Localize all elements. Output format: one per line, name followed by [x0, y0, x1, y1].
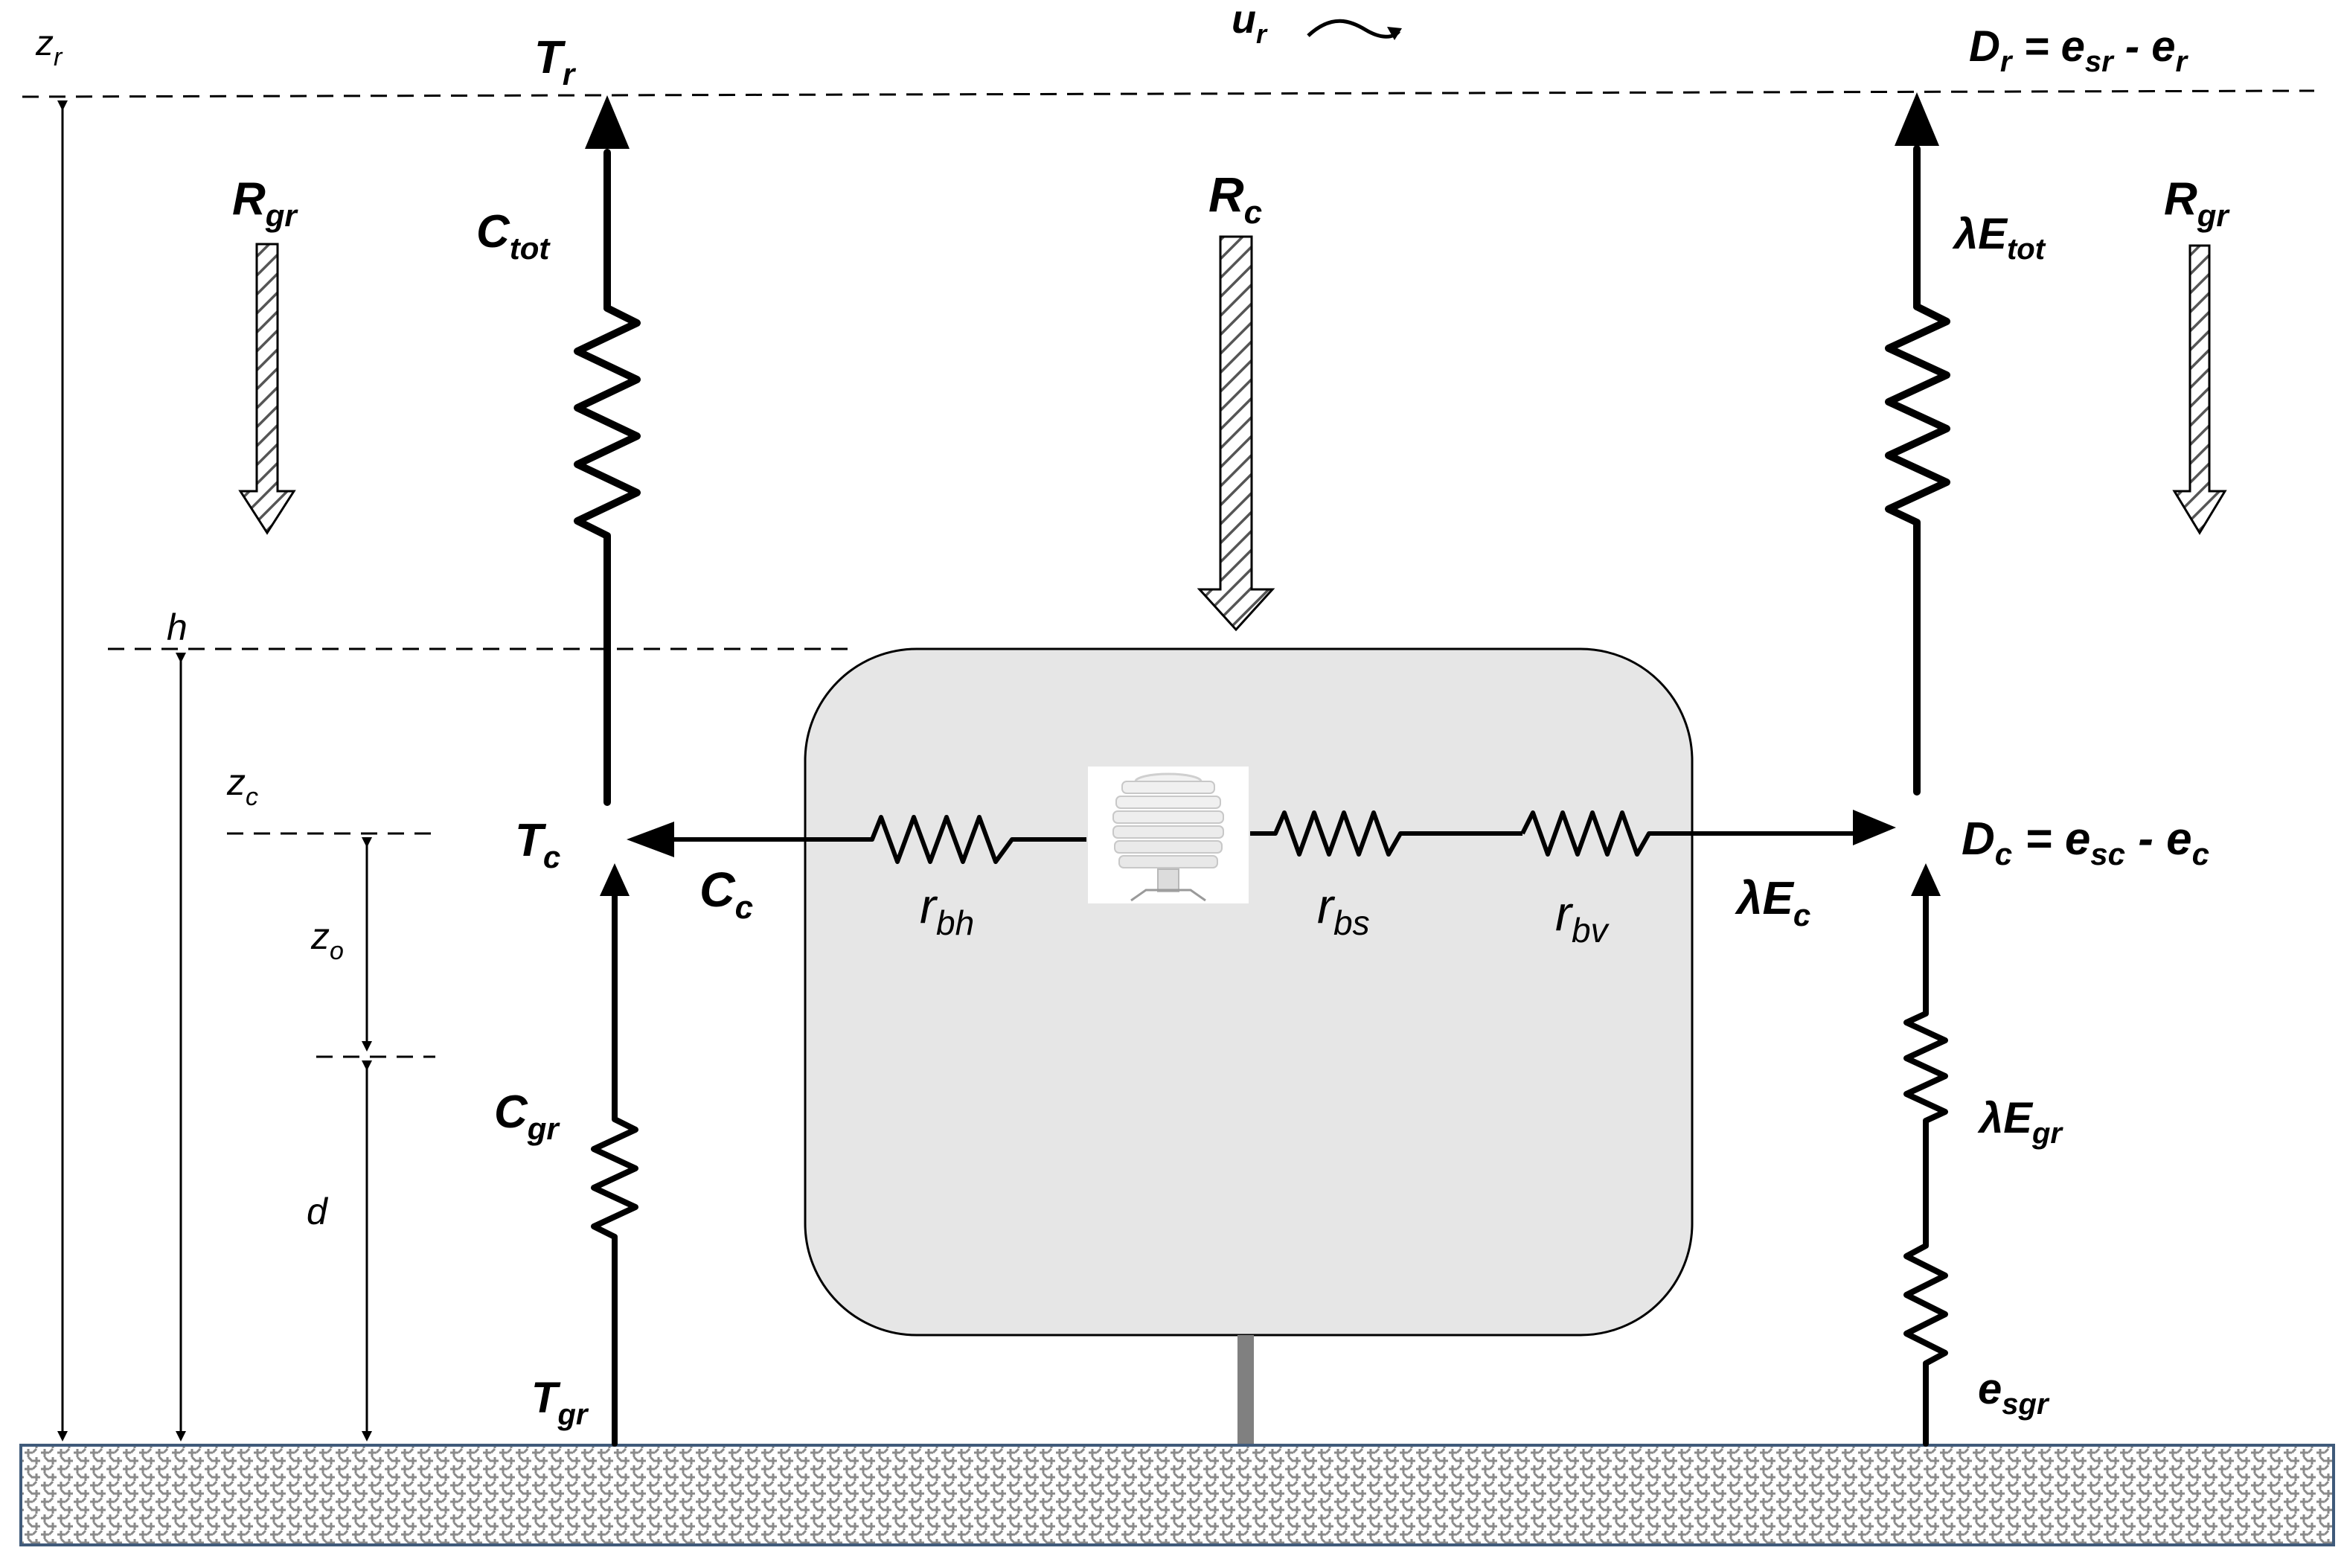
radiation-shield-sensor-icon: [1088, 767, 1249, 903]
legr-label: λEgr: [1977, 1094, 2063, 1150]
rgr-right-label: Rgr: [2164, 173, 2230, 233]
tc-arrowhead-from-ground: [600, 863, 630, 896]
wind-arrowhead: [1387, 27, 1402, 40]
reference-levels: [22, 89, 2315, 1058]
rbh-resistor: [863, 815, 1086, 864]
dr-label: Dr = esr - er: [1969, 22, 2188, 78]
cgr-resistor: [591, 1106, 638, 1249]
rgr-left-arrow: [238, 243, 296, 535]
tr-label: Tr: [534, 32, 577, 92]
zc-label: zc: [226, 761, 258, 811]
d-label: d: [307, 1191, 329, 1232]
rbv-label: rbv: [1555, 886, 1610, 950]
rbv-resistor: [1520, 810, 1853, 857]
canopy-box: [804, 647, 1694, 1337]
ctot-resistor: [574, 291, 641, 554]
legr-resistor: [1903, 1002, 1948, 1133]
rc-arrow: [1197, 235, 1275, 632]
rgr-left-label: Rgr: [232, 173, 298, 233]
latent-heat-branch: [1885, 145, 1950, 1447]
letot-label: λEtot: [1952, 210, 2046, 266]
dc-label: Dc = esc - ec: [1962, 813, 2209, 871]
lec-label: λEc: [1735, 873, 1810, 932]
wind-gust-icon: [1307, 19, 1400, 39]
h-label: h: [167, 607, 188, 648]
sensor-pole: [1237, 1335, 1254, 1445]
cc-arrowhead: [627, 822, 674, 857]
zo-label: zo: [310, 915, 344, 965]
rbs-label: rbs: [1317, 878, 1370, 942]
zr-level-line: [22, 89, 2315, 98]
cgr-label: Cgr: [494, 1087, 560, 1146]
wind-label: ur: [1232, 0, 1268, 49]
rbs-resistor: [1265, 810, 1522, 857]
letot-resistor: [1885, 291, 1950, 541]
rbh-label: rbh: [920, 878, 974, 942]
ctot-label: Ctot: [476, 206, 551, 266]
lec-arrowhead: [1853, 810, 1896, 845]
rc-label: Rc: [1208, 167, 1262, 231]
cc-label: Cc: [699, 862, 753, 926]
dr-arrowhead: [1895, 92, 1939, 146]
height-dimension-arrows: [57, 100, 372, 1441]
esgr-label: esgr: [1978, 1365, 2050, 1421]
tr-arrowhead: [585, 95, 630, 149]
tc-label: Tc: [515, 815, 560, 874]
rgr-right-arrow: [2172, 244, 2227, 535]
sensible-heat-branch: [574, 149, 641, 1447]
tgr-label: Tgr: [531, 1374, 589, 1431]
radiation-arrows: [238, 235, 2227, 632]
zr-label: zr: [35, 24, 63, 71]
ground-surface: [19, 1444, 2335, 1546]
canopy-resistance-chain: [661, 810, 1853, 864]
esgr-resistor: [1903, 1234, 1948, 1377]
dc-arrowhead-from-ground: [1911, 863, 1941, 896]
